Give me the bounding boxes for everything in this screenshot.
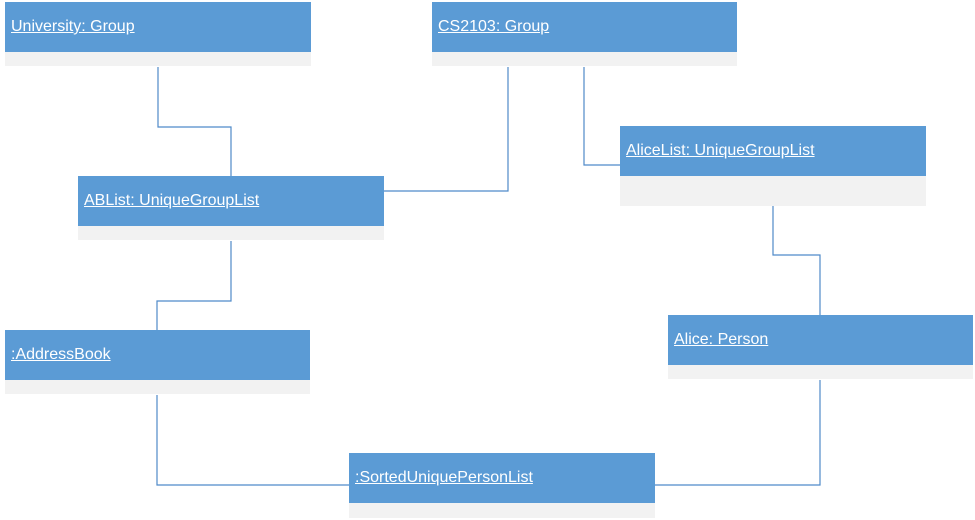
object-label: CS2103: Group [438,18,550,35]
object-header: University: Group [5,2,311,52]
object-header: :SortedUniquePersonList [349,453,655,503]
object-sorted-unique-person-list[interactable]: :SortedUniquePersonList [349,453,655,518]
object-header: ABList: UniqueGroupList [78,176,384,226]
link-ablist-addressbook [156,241,232,330]
object-cs2103-group[interactable]: CS2103: Group [432,2,737,66]
object-body [78,226,384,240]
object-header: AliceList: UniqueGroupList [620,126,926,176]
object-header: :AddressBook [5,330,310,380]
object-label: University: Group [11,18,135,35]
object-label: AliceList: UniqueGroupList [626,142,815,159]
object-header: Alice: Person [668,315,973,365]
link-addressbook-sorted [156,395,349,486]
object-label: ABList: UniqueGroupList [84,192,260,209]
object-body [349,503,655,518]
object-body [5,380,310,394]
object-body [5,52,311,66]
link-cs2103-ablist [384,67,509,192]
object-header: CS2103: Group [432,2,737,52]
object-ablist[interactable]: ABList: UniqueGroupList [78,176,384,240]
link-cs2103-alicelist [583,67,620,166]
object-university-group[interactable]: University: Group [5,2,311,66]
object-alice-person[interactable]: Alice: Person [668,315,973,379]
object-body [620,176,926,206]
object-alicelist[interactable]: AliceList: UniqueGroupList [620,126,926,206]
link-alicelist-alice [772,206,821,315]
link-alice-sorted [655,380,821,486]
object-addressbook[interactable]: :AddressBook [5,330,310,394]
object-label: :SortedUniquePersonList [355,469,533,486]
object-body [432,52,737,66]
object-label: Alice: Person [674,331,769,348]
object-body [668,365,973,379]
object-label: :AddressBook [11,346,111,363]
link-university-ablist [157,67,232,176]
